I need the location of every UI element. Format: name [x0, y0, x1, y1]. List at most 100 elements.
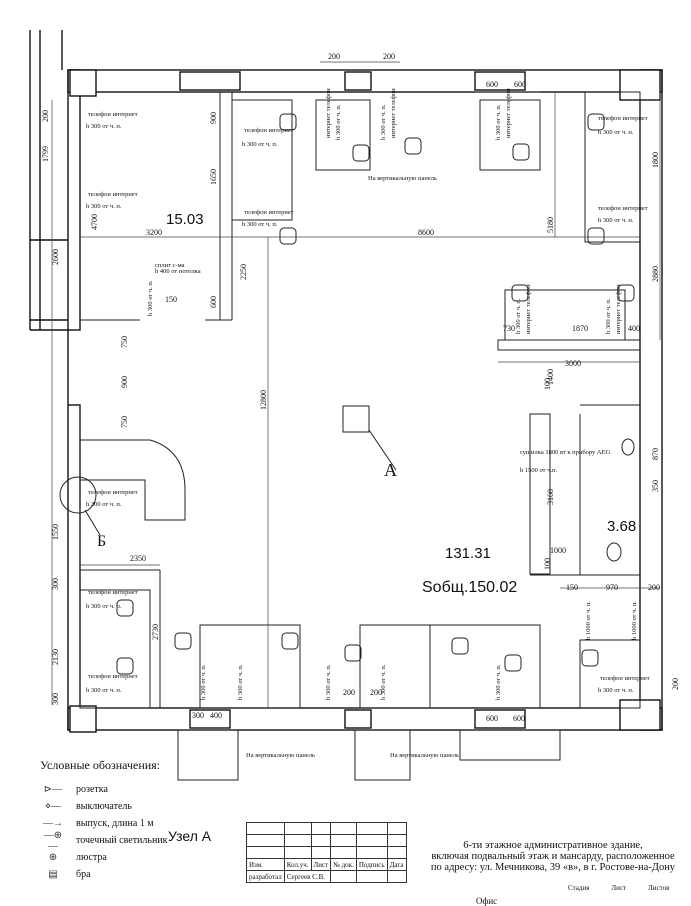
dim-bot-200-2: 200: [370, 688, 382, 697]
dim-3200: 3200: [146, 228, 162, 237]
dim-600: 600: [209, 296, 218, 308]
dim-left-1799: 1799: [41, 146, 50, 162]
dim-200-r: 200: [648, 583, 660, 592]
legend-item-outlet: —→ выпуск, длина 1 м: [40, 815, 168, 832]
legend-label: выпуск, длина 1 м: [76, 818, 154, 829]
project-title-line-1: 6-ти этажное административное здание,: [463, 840, 643, 851]
right-wall: [639, 69, 663, 731]
title-block-grid: Изм. Кол.уч. Лист № док. Подпись Дата ра…: [246, 822, 407, 883]
hdr-date: Дата: [386, 858, 407, 871]
h300-label-9: h 300 от ч. п.: [86, 687, 122, 694]
dim-2250: 2250: [239, 264, 248, 280]
h300-label-v2: h 300 от ч. п.: [335, 104, 342, 140]
h300-label-v9: h 300 от ч. п.: [325, 664, 332, 700]
dim-150-2: 150: [566, 583, 578, 592]
legend-item-socket: ⊳— розетка: [40, 781, 168, 798]
vertical-panel-label-2: На вертикальную панель: [246, 752, 315, 759]
tel-label-5: телефон интернет: [598, 115, 648, 122]
h300-label-v8: h 300 от ч. п.: [237, 664, 244, 700]
dim-1400: 1400: [546, 369, 555, 385]
dim-top-600-1: 600: [486, 80, 498, 89]
developer-label: разработал: [246, 870, 285, 883]
title-block: Изм. Кол.уч. Лист № док. Подпись Дата ра…: [246, 822, 691, 906]
room-area-main: 15.03: [166, 211, 204, 228]
project-title-line-3: по адресу: ул. Мечникова, 39 «в», в г. Р…: [430, 862, 676, 873]
socket-icon: ⊳—: [43, 784, 63, 795]
dim-left-300-1: 300: [51, 578, 60, 590]
hdr-count: Кол.уч.: [283, 858, 312, 871]
tel-label-1: телефон интернет: [88, 111, 138, 118]
h300-label-v10: h 300 от ч. п.: [380, 664, 387, 700]
h300-label-1: h 300 от ч. п.: [86, 123, 122, 130]
legend-title: Условные обозначения:: [40, 758, 161, 772]
dim-3160: 3160: [546, 489, 555, 505]
dim-150: 150: [165, 295, 177, 304]
switch-icon: ⋄—: [44, 801, 62, 812]
vertical-panel-label-3: На вертикальную панель: [390, 752, 459, 759]
dim-200-r2: 200: [671, 678, 680, 690]
left-wall-upper: [67, 69, 81, 331]
h300-label-v3: h 300 от ч. п.: [380, 104, 387, 140]
dimension-texts: 200 200 600 600 200 1799 4700 2600 750 9…: [41, 52, 680, 723]
dim-1870: 1870: [572, 324, 588, 333]
h300-label-4: h 300 от ч. п.: [242, 221, 278, 228]
socket-annotations: телефон интернет h 300 от ч. п. телефон …: [86, 88, 650, 759]
dryer-label: сушилка 1800 вт к прибору AEG: [520, 449, 611, 456]
legend-item-spotlight: —⊕— точечный светильник: [40, 829, 168, 852]
h1000-label-v1: h 1000 от ч. п.: [585, 601, 592, 640]
dim-left-200: 200: [41, 110, 50, 122]
dim-8600: 8600: [418, 228, 434, 237]
h300-label-2: h 300 от ч. п.: [86, 203, 122, 210]
hdr-doc: № док.: [330, 858, 357, 871]
dim-top-200-1: 200: [328, 52, 340, 61]
developer-name: Сергеев С.В.: [283, 870, 332, 883]
dim-left-750-2: 750: [120, 416, 129, 428]
legend-label: бра: [76, 869, 91, 880]
legend-item-sconce: ▤ бра: [40, 866, 168, 883]
dim-top-200-2: 200: [383, 52, 395, 61]
tel-label-6: телефон интернет: [598, 205, 648, 212]
dim-left-1550: 1550: [51, 524, 60, 540]
dim-400: 400: [628, 324, 640, 333]
dim-bot-600-1: 600: [486, 714, 498, 723]
inet-tel-v1: интернет телефон: [325, 88, 332, 138]
node-b-label: Б: [97, 533, 106, 550]
split-height-label: h 400 от потолка: [155, 268, 201, 275]
tel-label-8: телефон интернет: [88, 589, 138, 596]
h300-label-v1: h 300 от ч. п.: [147, 280, 154, 316]
tel-label-4: телефон интернет: [244, 209, 294, 216]
legend-label: люстра: [76, 852, 107, 863]
dim-bot-600-2: 600: [513, 714, 525, 723]
dim-2350: 2350: [130, 554, 146, 563]
hdr-change: Изм.: [246, 858, 285, 871]
tel-label-7: телефон интернет: [88, 489, 138, 496]
dim-350: 350: [651, 480, 660, 492]
room-area-office: 131.31: [445, 545, 491, 562]
inet-tel-v2: интернет телефон: [390, 88, 397, 138]
room-area-wc: 3.68: [607, 518, 636, 535]
legend-item-chandelier: ⊕ люстра: [40, 849, 168, 866]
partitions: [59, 91, 641, 781]
office-label: Офис: [476, 896, 498, 906]
project-title-line-2: включая подвальный этаж и мансарду, расп…: [431, 851, 675, 862]
h1000-label-v2: h 1000 от ч. п.: [631, 601, 638, 640]
h300-label-6: h 300 от ч. п.: [598, 217, 634, 224]
dim-1000: 1000: [550, 546, 566, 555]
dim-2730: 2730: [151, 624, 160, 640]
col-sheets: Листов: [648, 884, 670, 892]
dim-870: 870: [651, 448, 660, 460]
legend: Условные обозначения: ⊳— розетка ⋄— выкл…: [40, 758, 168, 883]
dim-730: 730: [503, 324, 515, 333]
dim-1800: 1800: [651, 152, 660, 168]
h300-label-v7: h 300 от ч. п.: [200, 664, 207, 700]
dim-900: 900: [209, 112, 218, 124]
h300-label-7: h 300 от ч. п.: [86, 501, 122, 508]
dim-left-900: 900: [120, 376, 129, 388]
dim-5180: 5180: [546, 217, 555, 233]
spotlight-icon: —⊕—: [43, 829, 63, 852]
dim-100-1: 100: [543, 378, 552, 390]
col-sheet: Лист: [611, 884, 627, 892]
dim-left-4700: 4700: [90, 214, 99, 230]
dim-2880: 2880: [651, 266, 660, 282]
